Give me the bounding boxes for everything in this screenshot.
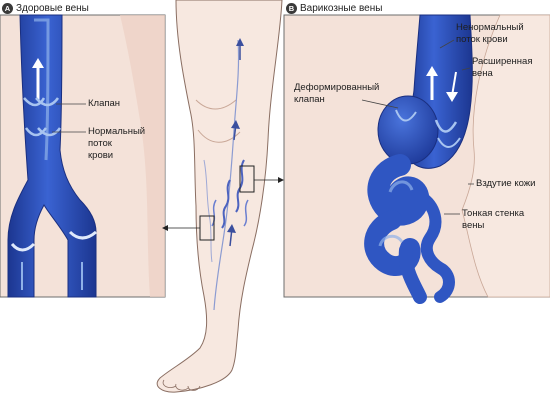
label-normal-flow-line3: крови (88, 150, 114, 161)
varicose-vein (364, 14, 473, 304)
panel-b-title: Варикозные вены (300, 2, 383, 14)
label-thin-wall-line1: Тонкая стенка (462, 208, 525, 219)
panel-b-header: B Варикозные вены (286, 1, 382, 15)
panel-b-badge: B (286, 2, 297, 14)
label-skin-bulge: Вздутие кожи (476, 178, 536, 189)
label-deformed-valve-line2: клапан (294, 94, 325, 105)
label-normal-flow-line2: поток (88, 138, 112, 149)
panel-a-header: A Здоровые вены (2, 1, 89, 15)
panel-a-title: Здоровые вены (16, 2, 89, 14)
healthy-vein (7, 14, 97, 298)
label-valve: Клапан (88, 98, 121, 109)
label-thin-wall-line2: вены (462, 220, 485, 231)
label-deformed-valve-line1: Деформированный (294, 82, 380, 93)
label-dilated-vein-line2: вена (472, 68, 493, 79)
label-abnormal-flow-line2: поток крови (456, 34, 508, 45)
label-normal-flow-line1: Нормальный (88, 126, 146, 137)
panel-a-badge: A (2, 2, 13, 14)
label-dilated-vein-line1: Расширенная (472, 56, 533, 67)
label-abnormal-flow-line1: Ненормальный (456, 22, 524, 33)
leg-illustration (156, 0, 283, 393)
